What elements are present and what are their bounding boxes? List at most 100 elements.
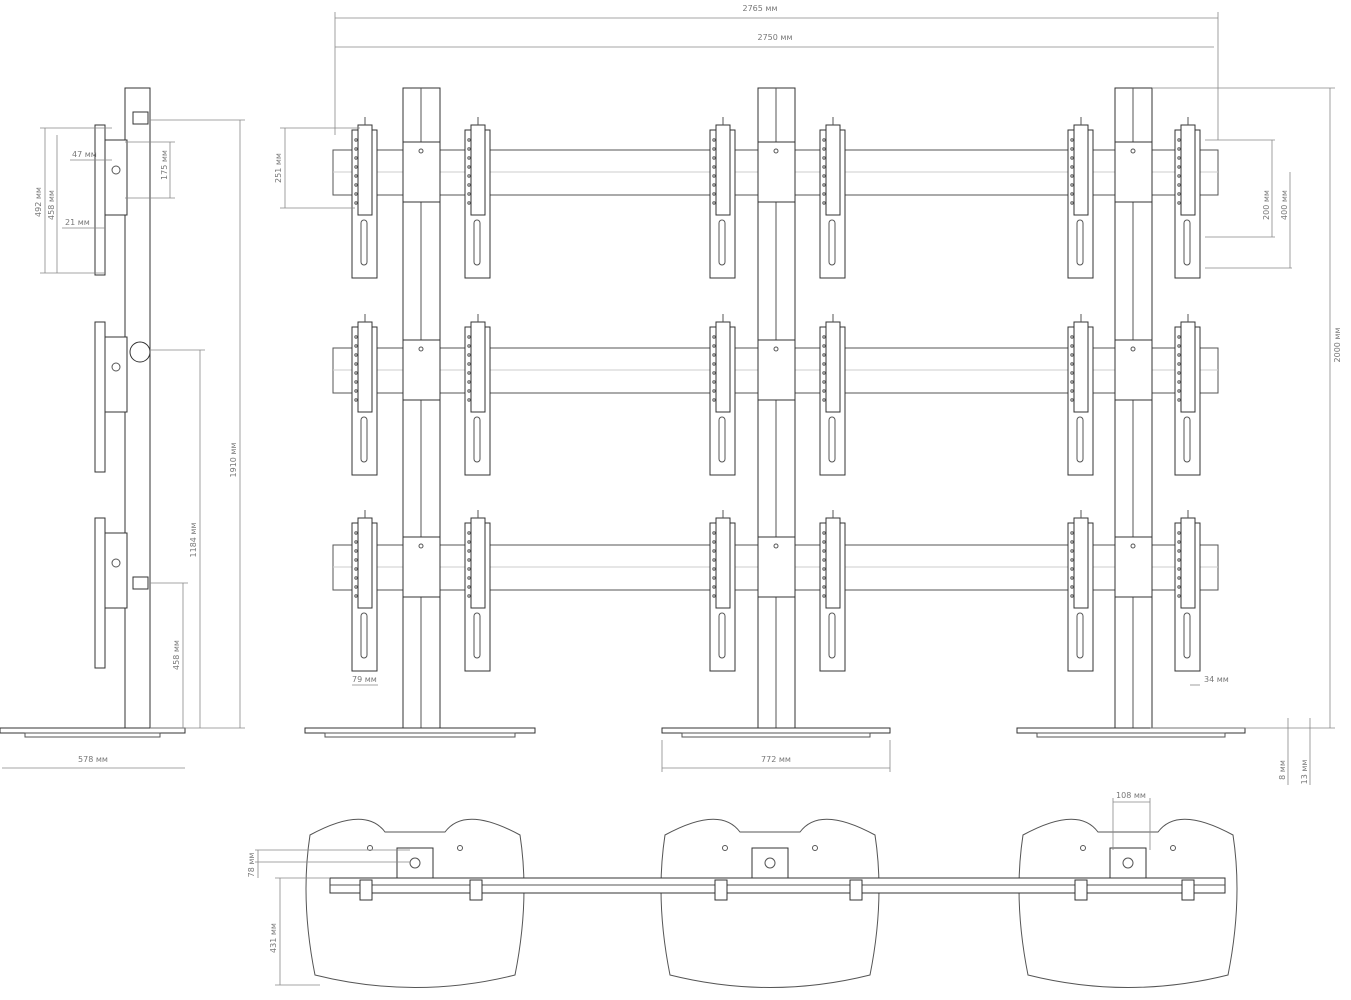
- hole: [822, 585, 826, 589]
- slot: [473, 219, 481, 266]
- hole: [712, 380, 716, 384]
- hole: [467, 531, 471, 535]
- hole: [822, 353, 826, 357]
- top-mount: [751, 847, 789, 879]
- dim-top-108: 108 мм: [1116, 791, 1146, 800]
- hole: [1177, 156, 1181, 160]
- hole: [467, 192, 471, 196]
- hole: [712, 398, 716, 402]
- drawing-geometry: [0, 87, 1246, 988]
- bolt: [1130, 148, 1136, 154]
- hole: [354, 138, 358, 142]
- dim-top-431: 431 мм: [269, 923, 278, 953]
- hole: [712, 335, 716, 339]
- side-knob: [111, 165, 121, 175]
- hole: [1070, 398, 1074, 402]
- hole: [1070, 540, 1074, 544]
- hole: [822, 156, 826, 160]
- hole: [467, 165, 471, 169]
- slot: [1183, 416, 1191, 463]
- hole: [354, 540, 358, 544]
- hole: [1070, 138, 1074, 142]
- hole: [1070, 165, 1074, 169]
- top-hole: [457, 845, 463, 851]
- hole: [712, 201, 716, 205]
- dim-base-width: 772 мм: [761, 755, 791, 764]
- dim-vesa-400: 400 мм: [1280, 190, 1289, 220]
- hole: [1070, 594, 1074, 598]
- slot: [473, 416, 481, 463]
- hole: [712, 389, 716, 393]
- hole: [354, 353, 358, 357]
- side-base: [0, 727, 186, 734]
- hole: [354, 174, 358, 178]
- side-bracket: [94, 124, 106, 276]
- hole: [354, 183, 358, 187]
- bolt: [1130, 543, 1136, 549]
- hole: [354, 549, 358, 553]
- hole: [822, 362, 826, 366]
- mount-arm: [715, 124, 731, 216]
- hole: [1177, 192, 1181, 196]
- column-clamp: [1114, 536, 1153, 598]
- column-clamp: [1114, 339, 1153, 401]
- top-mount: [396, 847, 434, 879]
- hole: [354, 389, 358, 393]
- mount-arm: [1073, 517, 1089, 609]
- base-plate-top: [305, 818, 525, 988]
- top-bracket: [849, 879, 863, 901]
- column-clamp: [402, 536, 441, 598]
- hole: [467, 156, 471, 160]
- base-plate: [1016, 727, 1246, 734]
- hole: [712, 567, 716, 571]
- slot: [828, 416, 836, 463]
- hole: [712, 585, 716, 589]
- side-mount: [104, 139, 128, 216]
- mount-arm: [825, 321, 841, 413]
- hole: [354, 192, 358, 196]
- hole: [354, 531, 358, 535]
- hole: [712, 192, 716, 196]
- hole: [1177, 147, 1181, 151]
- hole: [712, 558, 716, 562]
- top-bracket: [359, 879, 373, 901]
- hole: [1177, 389, 1181, 393]
- top-bracket: [469, 879, 483, 901]
- hole: [1177, 540, 1181, 544]
- hole: [712, 353, 716, 357]
- mount-arm: [715, 517, 731, 609]
- hole: [1070, 585, 1074, 589]
- hole: [1177, 138, 1181, 142]
- dim-bracket-offset-left: 79 мм: [352, 675, 377, 684]
- base-plate-top: [1018, 818, 1238, 988]
- hole: [712, 138, 716, 142]
- hole: [822, 567, 826, 571]
- hole: [1070, 156, 1074, 160]
- mount-arm: [470, 321, 486, 413]
- hole: [1070, 183, 1074, 187]
- hole: [712, 344, 716, 348]
- hole: [1070, 335, 1074, 339]
- hole: [1070, 344, 1074, 348]
- hole: [712, 540, 716, 544]
- slot: [360, 416, 368, 463]
- dim-rail-width: 2750 мм: [758, 33, 793, 42]
- hole: [712, 165, 716, 169]
- base-foot: [681, 732, 871, 738]
- dim-base-thickness-13: 13 мм: [1300, 760, 1309, 785]
- hole: [354, 558, 358, 562]
- hole: [1177, 201, 1181, 205]
- hole: [822, 531, 826, 535]
- hole: [822, 371, 826, 375]
- hole: [1177, 549, 1181, 553]
- side-pole: [124, 87, 151, 729]
- side-cap: [132, 576, 149, 590]
- mount-arm: [470, 124, 486, 216]
- hole: [354, 380, 358, 384]
- hole: [712, 156, 716, 160]
- dim-side-1910: 1910 мм: [229, 443, 238, 478]
- side-bracket: [94, 517, 106, 669]
- dim-total-height: 2000 мм: [1333, 328, 1342, 363]
- hole: [1070, 174, 1074, 178]
- column-clamp: [402, 141, 441, 203]
